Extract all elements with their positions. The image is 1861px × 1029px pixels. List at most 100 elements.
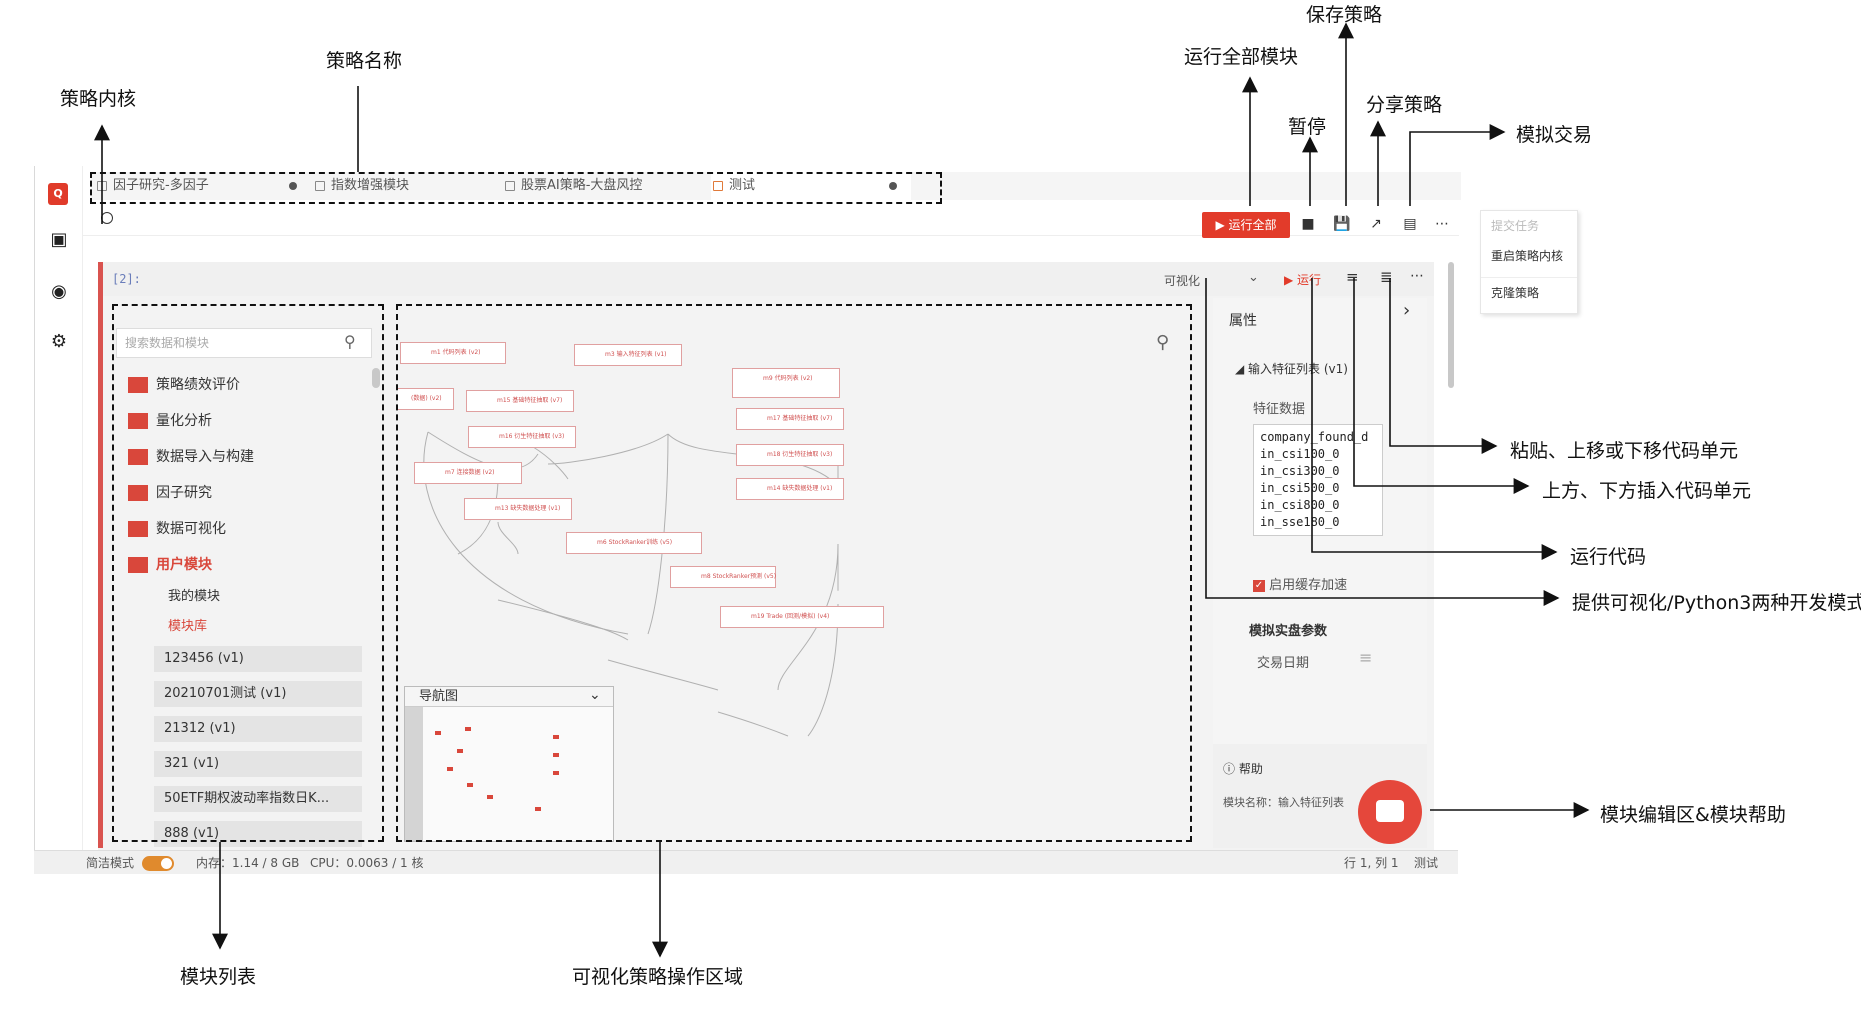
canvas-node[interactable]: m16 衍生特征抽取 (v3) [468,426,576,448]
mini-node [553,735,559,739]
category-factor-research[interactable]: 因子研究 [122,480,212,506]
cpu-usage: CPU：0.0063 / 1 核 [310,856,424,870]
library-item[interactable]: 123456 (v1) [154,646,362,672]
gear-icon[interactable]: ⚙ [50,331,68,352]
navigator-scroll [405,707,423,841]
annotation-strategy-name: 策略名称 [326,50,403,72]
run-cell-label: 运行 [1297,273,1322,287]
memory-usage: 内存：1.14 / 8 GB [196,856,300,870]
category-data-import[interactable]: 数据导入与构建 [122,444,254,470]
canvas-node[interactable]: m15 基础特征抽取 (v7) [466,390,574,412]
annotation-pause: 暂停 [1288,116,1327,138]
canvas-node[interactable]: m9 代码列表 (v2) [732,368,840,398]
library-item[interactable]: 321 (v1) [154,751,362,777]
category-perf-eval[interactable]: 策略绩效评价 [122,372,240,398]
module-icon [128,377,148,393]
menu-item-submit[interactable]: 提交任务 [1491,219,1540,233]
library-item[interactable]: 888 (v1) [154,821,362,847]
chevron-down-icon[interactable]: ⌄ [1248,270,1259,285]
section-toggle[interactable]: ◢ 输入特征列表 (v1) [1235,362,1348,376]
library-label: 模块库 [168,619,208,634]
canvas-node[interactable]: m8 StockRanker预测 (v5) [670,566,776,588]
chevron-down-icon[interactable]: ⌄ [589,687,601,703]
category-label: 数据导入与构建 [156,449,254,465]
module-icon [128,449,148,465]
annotation-visual-area: 可视化策略操作区域 [572,966,744,988]
navigator-panel[interactable]: 导航图 ⌄ [404,686,614,842]
annotation-dev-modes: 提供可视化/Python3两种开发模式 [1572,592,1861,614]
cache-label: 启用缓存加速 [1269,578,1348,593]
file-icon [505,181,515,191]
category-quant-analysis[interactable]: 量化分析 [122,408,212,434]
tab-label: 股票AI策略-大盘风控 [521,178,643,193]
annotation-run-all: 运行全部模块 [1184,46,1299,68]
run-all-button[interactable]: ▶ 运行全部 [1202,212,1290,238]
simple-mode-toggle[interactable] [142,856,174,871]
chat-button[interactable] [1358,780,1422,844]
library-item[interactable]: 21312 (v1) [154,716,362,742]
more-menu: 提交任务 重启策略内核 克隆策略 [1480,210,1578,314]
library-item[interactable]: 50ETF期权波动率指数日K... [154,786,362,812]
help-title: 帮助 [1238,762,1263,776]
cache-checkbox[interactable]: ✓ 启用缓存加速 [1253,578,1348,593]
scrollbar[interactable] [372,368,380,388]
my-modules-item[interactable]: 我的模块 [122,584,220,610]
highlight-module-list [112,304,384,842]
more-icon[interactable]: ⋯ [1435,216,1449,232]
properties-title: 属性 [1229,313,1257,329]
canvas-node[interactable]: m18 衍生特征抽取 (v3) [736,444,844,466]
mode-select[interactable]: 可视化 [1164,274,1201,288]
mini-node [553,771,559,775]
canvas-node[interactable]: m3 输入特征列表 (v1) [574,344,682,366]
tab-test[interactable]: 测试 [711,172,911,200]
canvas-node[interactable]: m17 基础特征抽取 (v7) [736,408,844,430]
canvas-node[interactable]: m19 Trade (回测/模拟) (v4) [720,606,884,628]
search-input[interactable]: 搜索数据和模块 [116,328,372,358]
search-icon[interactable]: ⚲ [344,332,356,351]
annotation-save: 保存策略 [1306,4,1383,26]
canvas-node[interactable]: m7 连接数据 (v2) [414,462,522,484]
run-all-label: 运行全部 [1228,218,1277,232]
category-data-vis[interactable]: 数据可视化 [122,516,226,542]
canvas-node[interactable]: m1 代码列表 (v2) [400,342,506,364]
annotation-kernel: 策略内核 [60,88,137,110]
stop-icon[interactable]: ◉ [51,281,67,302]
mini-node [465,727,471,731]
canvas-node[interactable]: m13 缺失数据处理 (v1) [464,498,572,520]
module-library-item[interactable]: 模块库 [122,614,207,640]
unsaved-dot [289,182,297,190]
zoom-search-icon[interactable]: ⚲ [1156,332,1170,353]
module-icon [128,521,148,537]
scrollbar[interactable] [1448,262,1454,388]
tab-stock-ai[interactable]: 股票AI策略-大盘风控 [503,172,693,200]
save-icon[interactable]: 💾 [1333,216,1351,232]
mini-node [467,783,473,787]
canvas-node[interactable]: m14 缺失数据处理 (v1) [736,478,844,500]
insert-cell-icon[interactable]: ≡ [1346,268,1359,286]
tab-index-enhance[interactable]: 指数增强模块 [313,172,493,200]
menu-item-restart-kernel[interactable]: 重启策略内核 [1491,249,1564,263]
file-icon [315,181,325,191]
mini-node [487,795,493,799]
env-label: 测试 [1414,856,1439,870]
canvas-node[interactable]: (数据) (v2) [398,388,454,410]
simulate-trade-icon[interactable]: ▤ [1403,216,1417,232]
cell-more-icon[interactable]: ⋯ [1410,268,1424,284]
folder-icon[interactable]: ▣ [50,229,68,250]
chevron-right-icon[interactable]: › [1403,300,1411,321]
highlight-tabs [90,172,942,204]
feature-line: in_csi500_0 [1260,481,1340,495]
category-label: 策略绩效评价 [156,377,240,393]
logo: Q [48,183,68,205]
feature-line: in_csi800_0 [1260,498,1340,512]
menu-item-clone[interactable]: 克隆策略 [1481,277,1577,307]
library-item[interactable]: 20210701测试 (v1) [154,681,362,707]
canvas-node[interactable]: m6 StockRanker训练 (v5) [566,532,702,554]
list-icon[interactable]: ≡ [1359,648,1373,667]
share-icon[interactable]: ↗ [1370,216,1382,232]
run-cell-button[interactable]: ▶ 运行 [1284,273,1322,287]
pause-icon[interactable]: ■ [1301,216,1315,232]
category-user-modules[interactable]: 用户模块 [122,552,212,578]
